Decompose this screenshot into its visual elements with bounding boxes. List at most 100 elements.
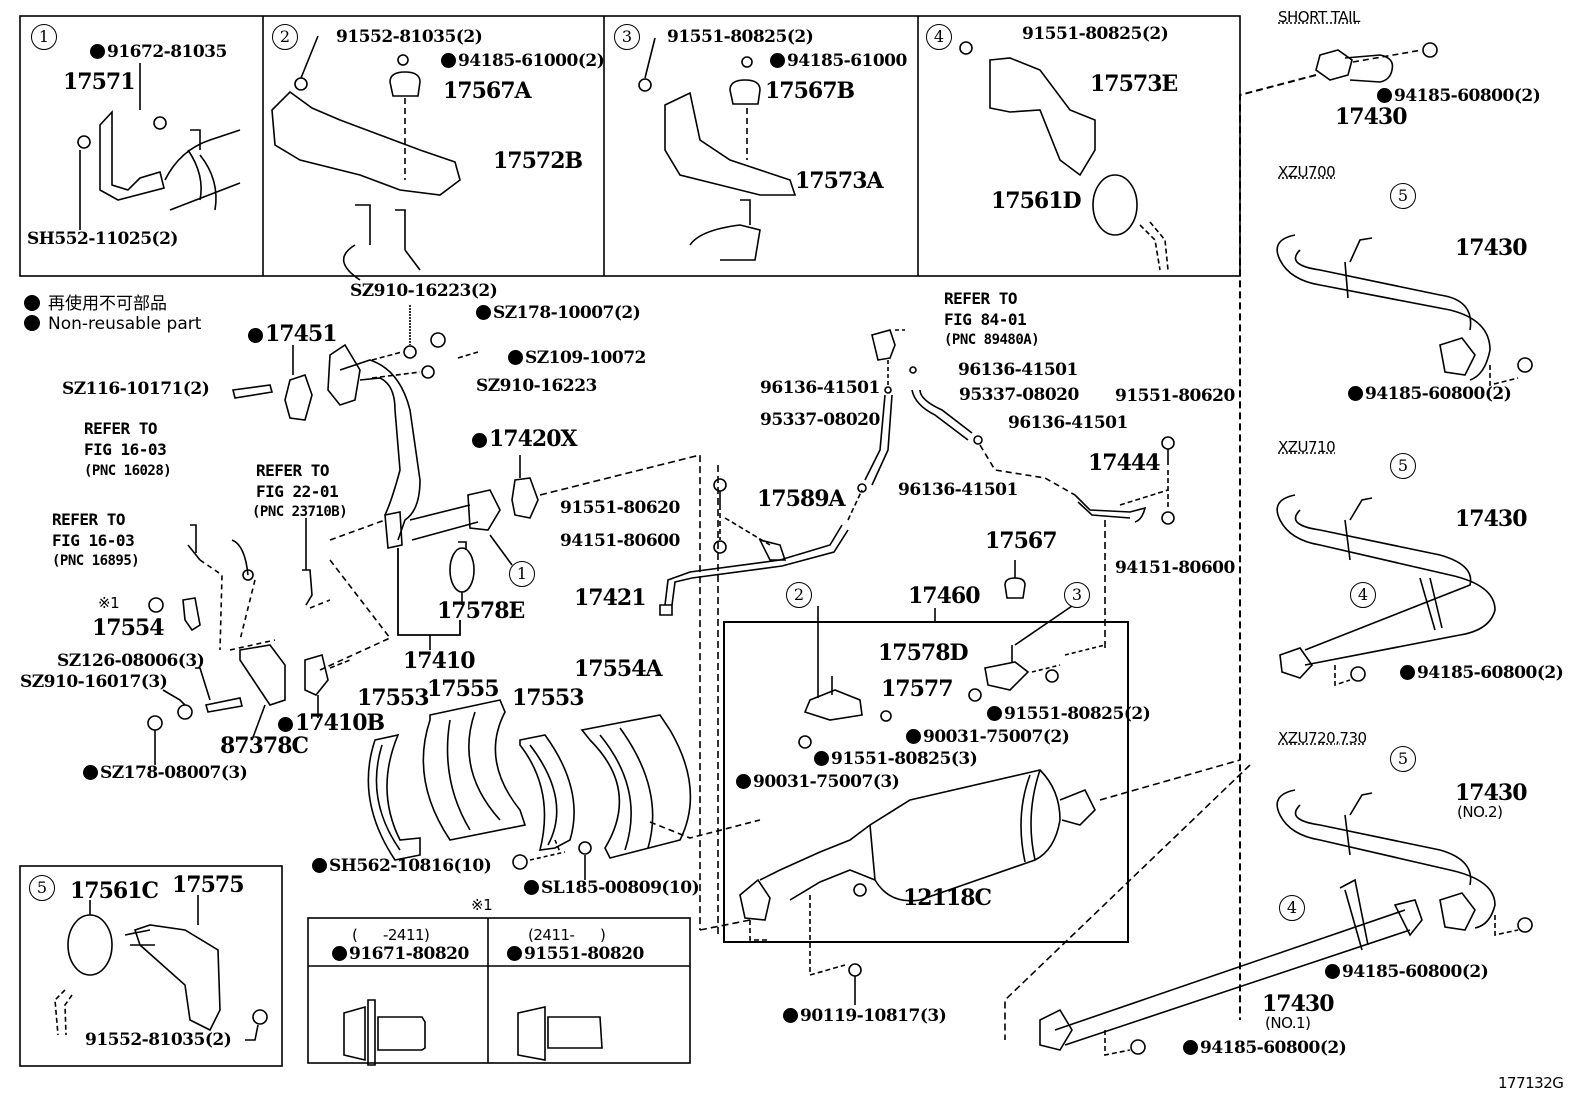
part-94185-60800-xzu700[interactable]: 94185-60800(2)	[1348, 386, 1512, 403]
part-94185-60800-no2[interactable]: 94185-60800(2)	[1325, 964, 1489, 981]
part-sh552-11025[interactable]: SH552-11025(2)	[27, 229, 178, 249]
ref-fig84-01-l1[interactable]: REFER TO	[944, 289, 1018, 308]
part-90119-10817[interactable]: 90119-10817(3)	[783, 1008, 947, 1025]
ref-fig22-01-l2[interactable]: FIG 22-01	[256, 482, 339, 501]
note1-col2-part[interactable]: 91551-80820	[507, 946, 644, 963]
pipe-17410	[339, 359, 421, 541]
part-17553-a[interactable]: 17553	[357, 685, 430, 711]
part-17554[interactable]: 17554	[92, 615, 165, 641]
part-91551-80825-p4[interactable]: 91551-80825(2)	[1022, 24, 1169, 44]
part-94185-61000-2[interactable]: 94185-61000(2)	[441, 53, 605, 70]
part-95337-08020-b[interactable]: 95337-08020	[760, 410, 880, 430]
ref-fig16-03-b-l1[interactable]: REFER TO	[52, 510, 126, 529]
part-17561D[interactable]: 17561D	[991, 188, 1082, 214]
non-reusable-marker-icon	[1183, 1040, 1198, 1055]
part-sz178-10007[interactable]: SZ178-10007(2)	[476, 305, 641, 322]
part-95337-08020-a[interactable]: 95337-08020	[959, 385, 1079, 405]
part-17555[interactable]: 17555	[427, 676, 500, 702]
part-sz178-08007[interactable]: SZ178-08007(3)	[83, 765, 248, 782]
part-17420X[interactable]: 17420X	[472, 428, 578, 450]
part-94185-60800-no1[interactable]: 94185-60800(2)	[1183, 1040, 1347, 1057]
callout-5-panel: 5	[29, 875, 55, 901]
part-sz109-10072[interactable]: SZ109-10072	[508, 350, 646, 367]
part-17575[interactable]: 17575	[172, 872, 245, 898]
part-17444[interactable]: 17444	[1088, 450, 1161, 476]
part-94151-80600-b[interactable]: 94151-80600	[1115, 558, 1235, 578]
ref-fig16-03-a-l2[interactable]: FIG 16-03	[84, 440, 167, 459]
bracket-17571	[99, 109, 165, 201]
ref-fig16-03-b-l2[interactable]: FIG 16-03	[52, 531, 135, 550]
ref-fig16-03-a-l1[interactable]: REFER TO	[84, 419, 158, 438]
part-91551-80825-3[interactable]: 91551-80825(3)	[814, 751, 978, 768]
non-reusable-marker-icon	[476, 305, 491, 320]
part-17561C[interactable]: 17561C	[70, 878, 159, 904]
part-96136-41501-b[interactable]: 96136-41501	[760, 378, 880, 398]
part-17567B[interactable]: 17567B	[765, 78, 855, 104]
part-17567A[interactable]: 17567A	[443, 78, 532, 104]
part-94185-61000[interactable]: 94185-61000	[770, 53, 907, 70]
part-17554A[interactable]: 17554A	[574, 656, 663, 682]
part-17589A[interactable]: 17589A	[757, 486, 846, 512]
part-17430-short[interactable]: 17430	[1335, 104, 1408, 130]
ref-fig84-01-l2[interactable]: FIG 84-01	[944, 310, 1027, 329]
part-91552-81035-p5[interactable]: 91552-81035(2)	[85, 1030, 232, 1050]
part-17410B[interactable]: 17410B	[278, 712, 385, 734]
part-17578D[interactable]: 17578D	[878, 640, 969, 666]
callout-1: 1	[509, 561, 535, 587]
part-17573E[interactable]: 17573E	[1090, 71, 1178, 97]
ref-fig84-01-l3[interactable]: (PNC 89480A)	[944, 332, 1040, 348]
part-sz116-10171[interactable]: SZ116-10171(2)	[62, 379, 210, 399]
part-94151-80600-a[interactable]: 94151-80600	[560, 531, 680, 551]
part-17573A[interactable]: 17573A	[795, 168, 884, 194]
part-17410[interactable]: 17410	[403, 648, 476, 674]
variant-xzu710-title: XZU710	[1278, 438, 1336, 456]
part-96136-41501-c[interactable]: 96136-41501	[1008, 413, 1128, 433]
part-sz910-16017[interactable]: SZ910-16017(3)	[20, 672, 168, 692]
part-96136-41501-a[interactable]: 96136-41501	[958, 360, 1078, 380]
part-91552-81035[interactable]: 91552-81035(2)	[336, 27, 483, 47]
part-91551-80620-b[interactable]: 91551-80620	[1115, 386, 1235, 406]
part-91551-80825-p3[interactable]: 91551-80825(2)	[667, 27, 814, 47]
part-17430-no2[interactable]: 17430	[1455, 780, 1528, 806]
part-17553-b[interactable]: 17553	[512, 685, 585, 711]
part-sl185-00809[interactable]: SL185-00809(10)	[524, 880, 700, 897]
part-91672-81035[interactable]: 91672-81035	[90, 44, 227, 61]
part-17577[interactable]: 17577	[881, 676, 954, 702]
note1-col2-range: (2411- )	[528, 926, 606, 944]
part-17430-xzu700[interactable]: 17430	[1455, 235, 1528, 261]
part-90031-75007-3[interactable]: 90031-75007(3)	[736, 774, 900, 791]
callout-1-panel: 1	[31, 24, 57, 50]
part-12118C[interactable]: 12118C	[903, 885, 992, 911]
part-90031-75007-2[interactable]: 90031-75007(2)	[906, 729, 1070, 746]
part-17451[interactable]: 17451	[248, 323, 338, 345]
part-17460[interactable]: 17460	[908, 583, 981, 609]
part-17430-no1[interactable]: 17430	[1262, 991, 1335, 1017]
note1-mark: ※1	[471, 896, 493, 914]
insulator-17553-a	[367, 733, 421, 861]
part-17572B[interactable]: 17572B	[493, 148, 583, 174]
part-91551-80620-a[interactable]: 91551-80620	[560, 498, 680, 518]
note1-col1-part[interactable]: 91671-80820	[332, 946, 469, 963]
part-17567[interactable]: 17567	[985, 528, 1058, 554]
ref-fig16-03-b-l3[interactable]: (PNC 16895)	[52, 553, 140, 569]
callout-4-xzu720: 4	[1279, 895, 1305, 921]
ref-fig22-01-l3[interactable]: (PNC 23710B)	[252, 504, 348, 520]
non-reusable-marker-icon	[814, 751, 829, 766]
part-17578E[interactable]: 17578E	[437, 598, 525, 624]
part-91551-80825-2[interactable]: 91551-80825(2)	[987, 706, 1151, 723]
ref-fig22-01-l1[interactable]: REFER TO	[256, 461, 330, 480]
legend-en: Non-reusable part	[24, 314, 201, 334]
part-sz126-08006[interactable]: SZ126-08006(3)	[57, 651, 205, 671]
callout-3-panel: 3	[614, 24, 640, 50]
part-sz910-16223[interactable]: SZ910-16223	[476, 376, 597, 396]
part-17571[interactable]: 17571	[63, 69, 136, 95]
part-sz910-16223-2[interactable]: SZ910-16223(2)	[350, 281, 498, 301]
part-94185-60800-short[interactable]: 94185-60800(2)	[1377, 88, 1541, 105]
part-17430-xzu710[interactable]: 17430	[1455, 506, 1528, 532]
part-17421[interactable]: 17421	[574, 585, 647, 611]
part-sh562-10816[interactable]: SH562-10816(10)	[312, 858, 492, 875]
part-87378C[interactable]: 87378C	[220, 733, 309, 759]
ref-fig16-03-a-l3[interactable]: (PNC 16028)	[84, 463, 172, 479]
part-94185-60800-xzu710[interactable]: 94185-60800(2)	[1400, 665, 1564, 682]
part-96136-41501-d[interactable]: 96136-41501	[898, 480, 1018, 500]
